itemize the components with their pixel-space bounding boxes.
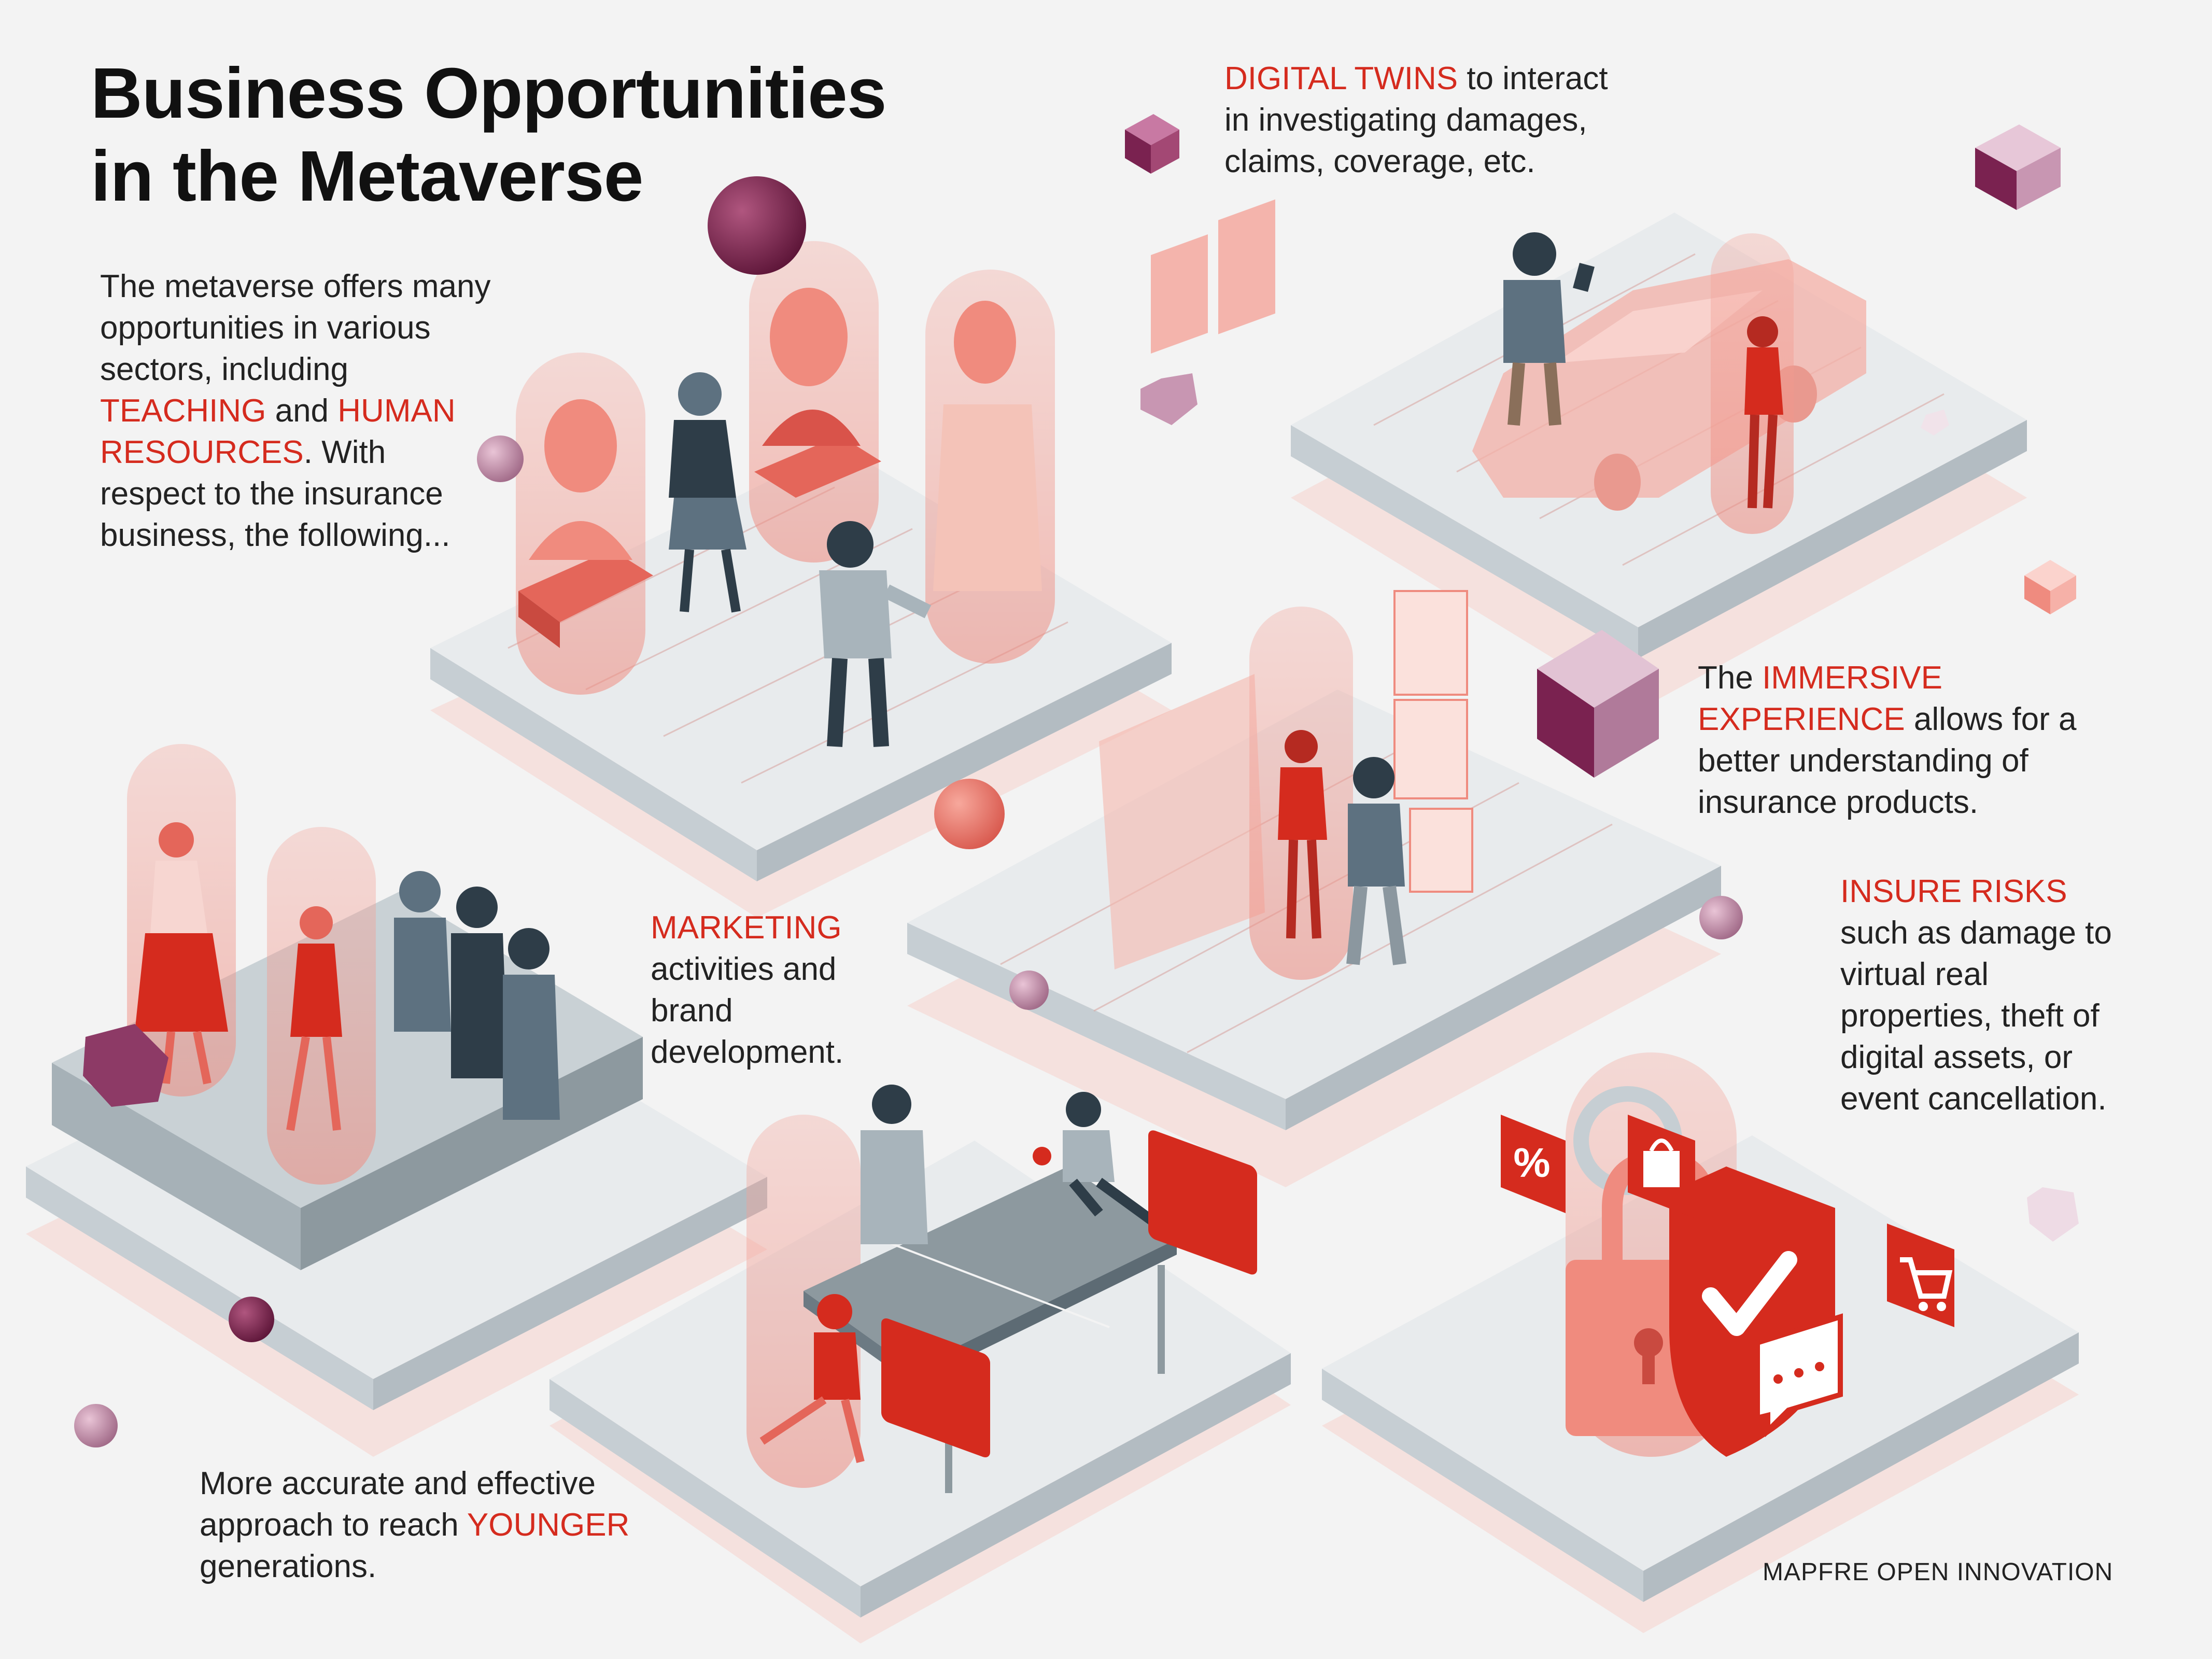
insure-risks-text: INSURE RISKS such as damage to virtual r…: [1840, 874, 2112, 1117]
younger-text: More accurate and effective approach to …: [200, 1466, 630, 1584]
woman-vr-museum: [669, 372, 746, 613]
platform-immersive: [907, 199, 1721, 1187]
sphere-small-2: [1699, 896, 1743, 939]
scoreboard-right: [1148, 1130, 1257, 1275]
percent-symbol: %: [1513, 1140, 1550, 1186]
gem-small-right: [1921, 410, 1949, 435]
platform-fashion: [26, 744, 767, 1457]
sphere-small-3: [1009, 971, 1049, 1010]
shopping-bag-icon: [1628, 1115, 1695, 1218]
man-vr-museum: [819, 521, 932, 747]
platform-insure-risks: %: [1322, 1052, 2079, 1633]
footer-brand: MAPFRE OPEN INNOVATION: [1763, 1558, 2114, 1586]
page-title: Business Opportunities in the Metaverse: [91, 52, 998, 218]
audience-vr: [394, 871, 560, 1120]
scoreboard-left: [881, 1318, 990, 1457]
sphere-small-5: [74, 1404, 118, 1447]
highlight-digital-twins: DIGITAL TWINS: [1224, 61, 1458, 96]
sphere-dark-large: [708, 176, 806, 275]
highlight-marketing: MARKETING: [651, 910, 842, 946]
title-line-1: Business Opportunities: [91, 53, 887, 133]
cube-top-right: [1975, 124, 2061, 210]
gem-mid: [1140, 373, 1197, 425]
intro-text: The metaverse offers many opportunities …: [100, 269, 491, 553]
sphere-small-1: [477, 435, 524, 482]
title-line-2: in the Metaverse: [91, 136, 643, 216]
player-vr: [1033, 1092, 1159, 1228]
shopping-cart-icon: [1887, 1224, 1954, 1327]
player-red: [759, 1294, 865, 1463]
highlight-human-resources: HUMAN RESOURCES: [100, 393, 456, 470]
referee-vr: [861, 1085, 928, 1244]
chat-icon: [1755, 1313, 1843, 1438]
platform-digital-twins: [1291, 213, 2027, 710]
sphere-small-4: [229, 1297, 274, 1342]
digital-twins-text: DIGITAL TWINS to interact in investigati…: [1224, 61, 1608, 179]
immersive-text: The IMMERSIVE EXPERIENCE allows for a be…: [1698, 660, 2077, 820]
platform-museum: [430, 241, 1172, 918]
man-vr-immersive: [1346, 757, 1406, 965]
sphere-red: [934, 779, 1005, 849]
cube-red: [2024, 560, 2076, 614]
woman-red-immersive: [1278, 730, 1327, 939]
woman-red-digital-twin: [1744, 316, 1783, 509]
highlight-teaching: TEACHING: [100, 393, 266, 429]
cube-large: [1537, 630, 1659, 778]
model-right: [286, 906, 342, 1131]
cube-top-left: [1125, 114, 1179, 174]
man-tablet-digital-twin: [1503, 232, 1595, 426]
highlight-younger: YOUNGER: [467, 1507, 630, 1543]
marketing-text: MARKETING activities and brand developme…: [651, 910, 844, 1070]
highlight-insure-risks: INSURE RISKS: [1840, 874, 2067, 909]
percent-icon: %: [1501, 1115, 1566, 1213]
model-left: [135, 822, 228, 1085]
icosahedron-left: [83, 1024, 168, 1107]
floating-shapes: [74, 114, 2079, 1447]
highlight-immersive-experience: IMMERSIVE EXPERIENCE: [1698, 660, 1942, 737]
platform-marketing: [550, 1085, 1291, 1643]
gem-bottom-right: [2027, 1187, 2079, 1242]
